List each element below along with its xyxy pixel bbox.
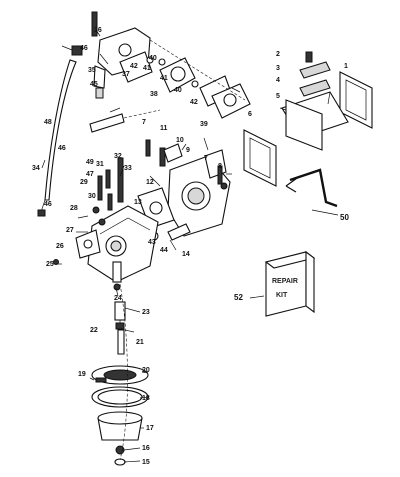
callout-6: 6 [248,111,252,118]
callout-48: 48 [44,119,52,126]
callout-15: 15 [142,459,150,466]
callout-23: 23 [142,309,150,316]
reed-gasket-set [243,51,373,187]
callout-19: 19 [78,371,86,378]
callout-47: 47 [86,171,94,178]
spring-31 [105,169,111,189]
callout-7-right: 7 [204,155,208,162]
repair-kit-text: REPAIR [272,278,298,285]
callout-11: 11 [160,125,168,132]
callout-40-mid: 40 [174,87,182,94]
callout-41-right: 41 [160,75,168,82]
callout-46-mid: 46 [58,145,66,152]
callout-42-left: 42 [130,63,138,70]
callout-1: 1 [344,63,348,70]
callout-36: 36 [94,27,102,34]
callout-22: 22 [90,327,98,334]
callout-50: 50 [340,213,349,222]
screw-11 [159,147,166,167]
callout-26: 26 [56,243,64,250]
callout-13: 13 [134,199,142,206]
hose-clamp-46-top [71,45,83,56]
callout-12: 12 [146,179,154,186]
callout-25: 25 [46,261,54,268]
callout-16: 16 [142,445,150,452]
callout-46-top: 46 [80,45,88,52]
callout-42-right: 42 [190,99,198,106]
callout-33: 33 [124,165,132,172]
callout-43: 43 [148,239,156,246]
callout-24: 24 [114,295,122,302]
fuel-pump-assembly [91,11,251,119]
float-bowl-assembly [91,283,149,466]
adjust-screw-32 [117,157,124,203]
callout-34: 34 [32,165,40,172]
callout-29: 29 [80,179,88,186]
callout-5: 5 [276,93,280,100]
callout-9: 9 [186,147,190,154]
callout-27: 27 [66,227,74,234]
callout-7-left: 7 [142,119,146,126]
callout-30: 30 [88,193,96,200]
fuel-hose [37,45,83,217]
check-valve-tube [89,109,161,133]
callout-37: 37 [122,71,130,78]
callout-18: 18 [142,395,150,402]
callout-17: 17 [146,425,154,432]
callout-21: 21 [136,339,144,346]
leader-lines [41,29,339,463]
screw-7 [145,139,151,157]
callout-10: 10 [176,137,184,144]
callout-8: 8 [218,163,222,170]
throttle-linkage-rod [285,168,338,208]
callout-49: 49 [86,159,94,166]
callout-3: 3 [276,65,280,72]
callout-38: 38 [150,91,158,98]
repair-kit-box: REPAIR KIT [264,250,316,317]
callout-14: 14 [182,251,190,258]
callout-35: 35 [88,67,96,74]
callout-45: 45 [90,81,98,88]
callout-20: 20 [142,367,150,374]
screw-2 [305,51,313,63]
callout-46-bottom: 46 [44,201,52,208]
callout-2: 2 [276,51,280,58]
callout-31: 31 [96,161,104,168]
callout-labels: 36 46 35 45 37 42 41 40 41 38 40 42 39 2… [32,27,349,466]
kit-label-text: KIT [276,292,288,299]
hose-clamp-46-bottom [37,209,46,217]
callout-39: 39 [200,121,208,128]
throttle-body-assembly [137,139,231,241]
callout-44: 44 [160,247,168,254]
callout-40-top: 40 [149,55,157,62]
carburetor-body [53,157,159,330]
callout-52: 52 [234,293,243,302]
callout-4: 4 [276,77,280,84]
callout-32: 32 [114,153,122,160]
callout-28: 28 [70,205,78,212]
callout-41-left: 41 [143,65,151,72]
screw-36 [91,11,98,37]
